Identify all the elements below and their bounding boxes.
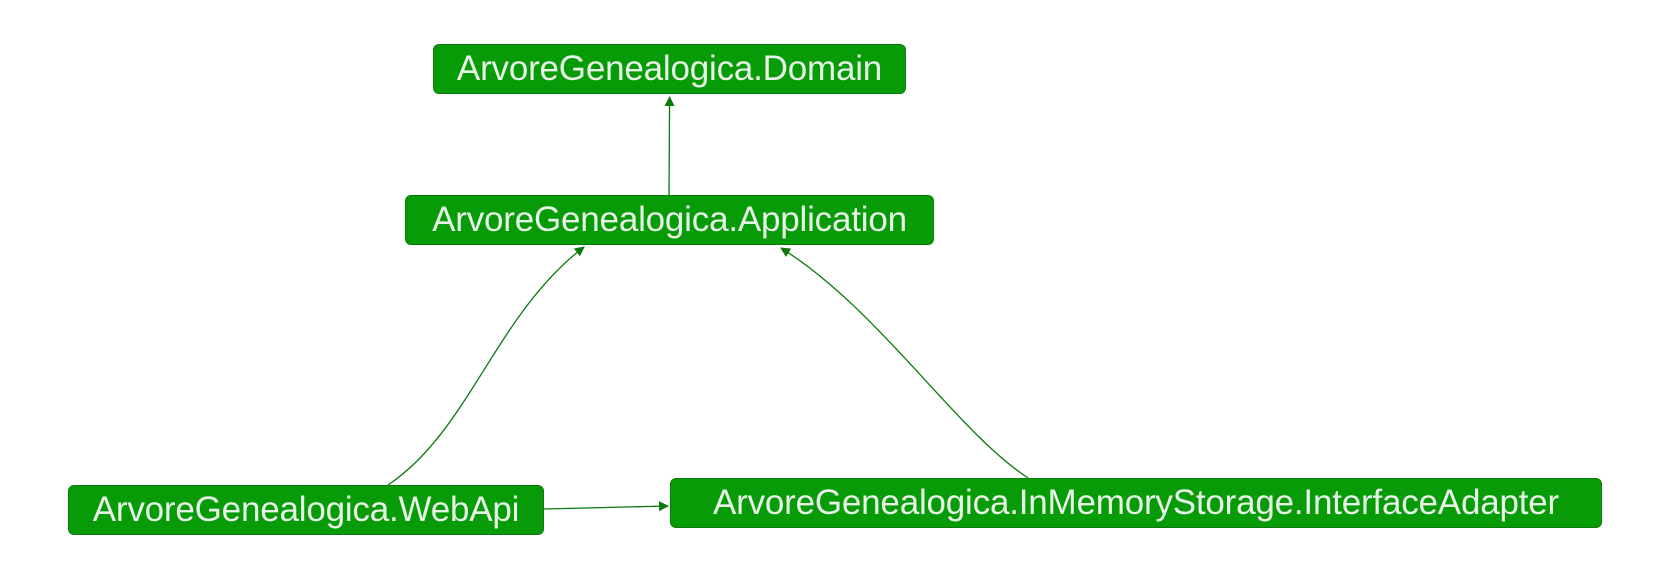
edge-webapi-to-inmemory — [543, 501, 669, 512]
edge-inmemory-to-application — [780, 247, 1029, 479]
node-label-inmemory: ArvoreGenealogica.InMemoryStorage.Interf… — [712, 483, 1559, 522]
node-arvoregenealogica-domain: ArvoreGenealogica.Domain — [433, 44, 906, 94]
node-label-domain: ArvoreGenealogica.Domain — [456, 49, 883, 88]
node-arvoregenealogica-inmemorystorage-interfaceadapter: ArvoreGenealogica.InMemoryStorage.Interf… — [670, 478, 1602, 528]
node-label-application: ArvoreGenealogica.Application — [432, 200, 907, 239]
edge-webapi-to-application — [387, 246, 585, 486]
node-label-webapi: ArvoreGenealogica.WebApi — [92, 490, 520, 529]
edge-application-to-domain — [664, 96, 675, 196]
node-arvoregenealogica-webapi: ArvoreGenealogica.WebApi — [68, 485, 544, 535]
node-arvoregenealogica-application: ArvoreGenealogica.Application — [405, 195, 934, 245]
